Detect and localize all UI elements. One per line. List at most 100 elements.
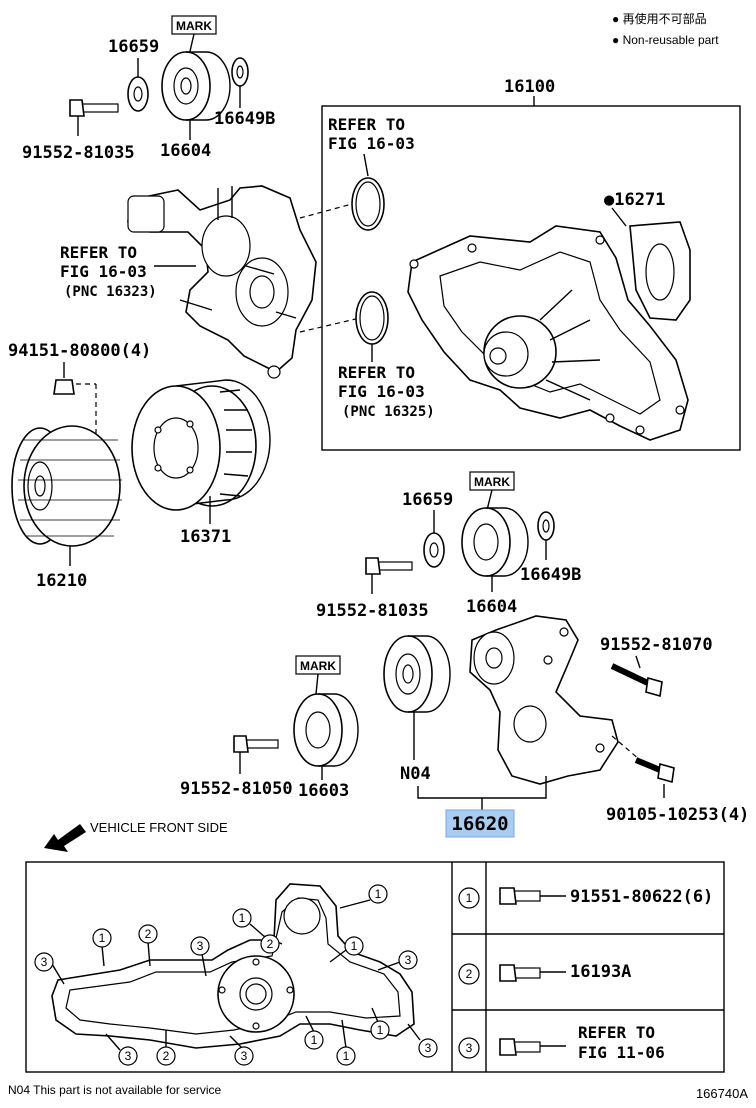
svg-text:3: 3 [41, 955, 48, 969]
nut-94151-80800 [53, 379, 75, 395]
row-3-number: 3 [466, 1041, 473, 1055]
row-2-number: 2 [466, 967, 473, 981]
bolt-layout-box [25, 861, 725, 1073]
part-16649B-mid[interactable]: 16649B [520, 565, 581, 585]
callout-3b: 3 [190, 936, 210, 977]
row-1-label[interactable]: 91551-80622(6) [570, 887, 713, 907]
pump-bolt-layout-drawing [51, 883, 415, 1049]
part-16271[interactable]: ●16271 [604, 190, 665, 210]
row-3-number-circle [458, 1037, 480, 1059]
fan-pulley-16371 [131, 379, 271, 511]
ref1-line2[interactable]: FIG 16-03 [328, 134, 415, 153]
legend-line-2: ● Non-reusable part [612, 33, 719, 47]
gasket-16271 [645, 243, 675, 301]
svg-text:3: 3 [125, 1049, 132, 1063]
row-3-label-line2[interactable]: FIG 11-06 [578, 1043, 665, 1062]
bolt-table-row-2[interactable]: 2 16193A [458, 962, 631, 985]
svg-text:1: 1 [351, 939, 358, 953]
callout-1g: 1 [370, 1007, 390, 1040]
callout-1a: 1 [92, 928, 112, 967]
ref3-line2[interactable]: FIG 16-03 [338, 382, 425, 401]
water-pump-assembly-box [321, 105, 741, 451]
svg-text:3: 3 [241, 1049, 248, 1063]
part-N04[interactable]: N04 [400, 764, 431, 784]
callout-1e: 1 [304, 1015, 324, 1050]
svg-text:3: 3 [425, 1041, 432, 1055]
svg-text:1: 1 [239, 911, 246, 925]
bolt-90105-10253 [657, 762, 675, 784]
part-16659-top[interactable]: 16659 [108, 37, 159, 57]
footnote: N04 This part is not available for servi… [8, 1083, 222, 1097]
part-91552-81070[interactable]: 91552-81070 [600, 635, 713, 655]
water-inlet-housing [127, 185, 317, 379]
ref2-line1[interactable]: REFER TO [60, 243, 137, 262]
bolt-table-row-1[interactable]: 1 91551-80622(6) [458, 887, 713, 909]
part-94151-80800[interactable]: 94151-80800(4) [8, 341, 151, 361]
mark-label-mid: MARK [474, 475, 510, 489]
figure-id: 166740A [696, 1086, 748, 1101]
part-91552-81035-mid[interactable]: 91552-81035 [316, 601, 429, 621]
part-16659-mid[interactable]: 16659 [402, 490, 453, 510]
row-3-label-line1[interactable]: REFER TO [578, 1023, 655, 1042]
part-90105-10253[interactable]: 90105-10253(4) [606, 805, 749, 825]
callout-1c: 1 [339, 884, 388, 909]
fluid-coupling-16210 [11, 425, 122, 547]
part-16210[interactable]: 16210 [36, 571, 87, 591]
svg-text:2: 2 [163, 1049, 170, 1063]
row-2-number-circle [458, 963, 480, 985]
part-91552-81035-top[interactable]: 91552-81035 [22, 143, 135, 163]
part-16603[interactable]: 16603 [298, 781, 349, 801]
ref3-line1[interactable]: REFER TO [338, 363, 415, 382]
ref1-line1[interactable]: REFER TO [328, 115, 405, 134]
svg-text:2: 2 [267, 937, 274, 951]
svg-text:1: 1 [343, 1049, 350, 1063]
bolt-1-icon [513, 890, 541, 902]
bolt-table-row-3[interactable]: 3 REFER TO FIG 11-06 [458, 1023, 665, 1062]
water-pump-body [407, 221, 691, 441]
callout-3c: 3 [377, 950, 418, 971]
bolt-91552-81035-top [81, 103, 119, 113]
part-16620-highlight[interactable] [445, 809, 515, 838]
row-1-number: 1 [466, 891, 473, 905]
callout-2c: 2 [156, 1030, 176, 1066]
svg-text:3: 3 [197, 939, 204, 953]
part-16620[interactable]: 16620 [451, 813, 508, 835]
part-91552-81050[interactable]: 91552-81050 [180, 779, 293, 799]
ref2-line3[interactable]: (PNC 16323) [64, 284, 157, 300]
row-2-label[interactable]: 16193A [570, 962, 631, 982]
callout-3e: 3 [229, 1035, 254, 1066]
ref3-line3[interactable]: (PNC 16325) [342, 404, 435, 420]
vehicle-front-label: VEHICLE FRONT SIDE [90, 820, 228, 835]
legend-line-1: ● 再使用不可部品 [612, 11, 707, 26]
tensioner-bracket [469, 615, 619, 785]
svg-text:1: 1 [99, 931, 106, 945]
callout-1d: 1 [329, 936, 364, 963]
part-16371[interactable]: 16371 [180, 527, 231, 547]
svg-text:1: 1 [311, 1033, 318, 1047]
bolt-91552-81035-mid [377, 561, 413, 571]
callout-2b: 2 [260, 934, 283, 954]
bolt-2-icon [513, 967, 541, 979]
mark-label-low: MARK [300, 659, 336, 673]
bolt-callouts: 1 2 3 3 1 2 1 1 3 3 2 3 1 1 1 3 [34, 884, 438, 1066]
idler-pulley-n04 [383, 635, 451, 713]
bolt-3-icon [513, 1041, 541, 1053]
part-16100[interactable]: 16100 [504, 77, 555, 97]
callout-1b: 1 [232, 908, 267, 939]
part-16604-mid[interactable]: 16604 [466, 597, 517, 617]
ref2-line2[interactable]: FIG 16-03 [60, 262, 147, 281]
svg-text:3: 3 [405, 953, 412, 967]
row-1-number-circle [458, 887, 480, 909]
callout-3d: 3 [105, 1033, 138, 1066]
mark-label-top: MARK [176, 19, 212, 33]
callout-2a: 2 [138, 924, 158, 967]
svg-text:1: 1 [377, 1023, 384, 1037]
svg-text:1: 1 [375, 887, 382, 901]
callout-1f: 1 [336, 1019, 356, 1066]
callout-3f: 3 [407, 1023, 438, 1058]
vehicle-front-arrow-icon [44, 824, 86, 852]
svg-text:2: 2 [145, 927, 152, 941]
part-16649B-top[interactable]: 16649B [214, 109, 275, 129]
part-16604-top[interactable]: 16604 [160, 141, 211, 161]
